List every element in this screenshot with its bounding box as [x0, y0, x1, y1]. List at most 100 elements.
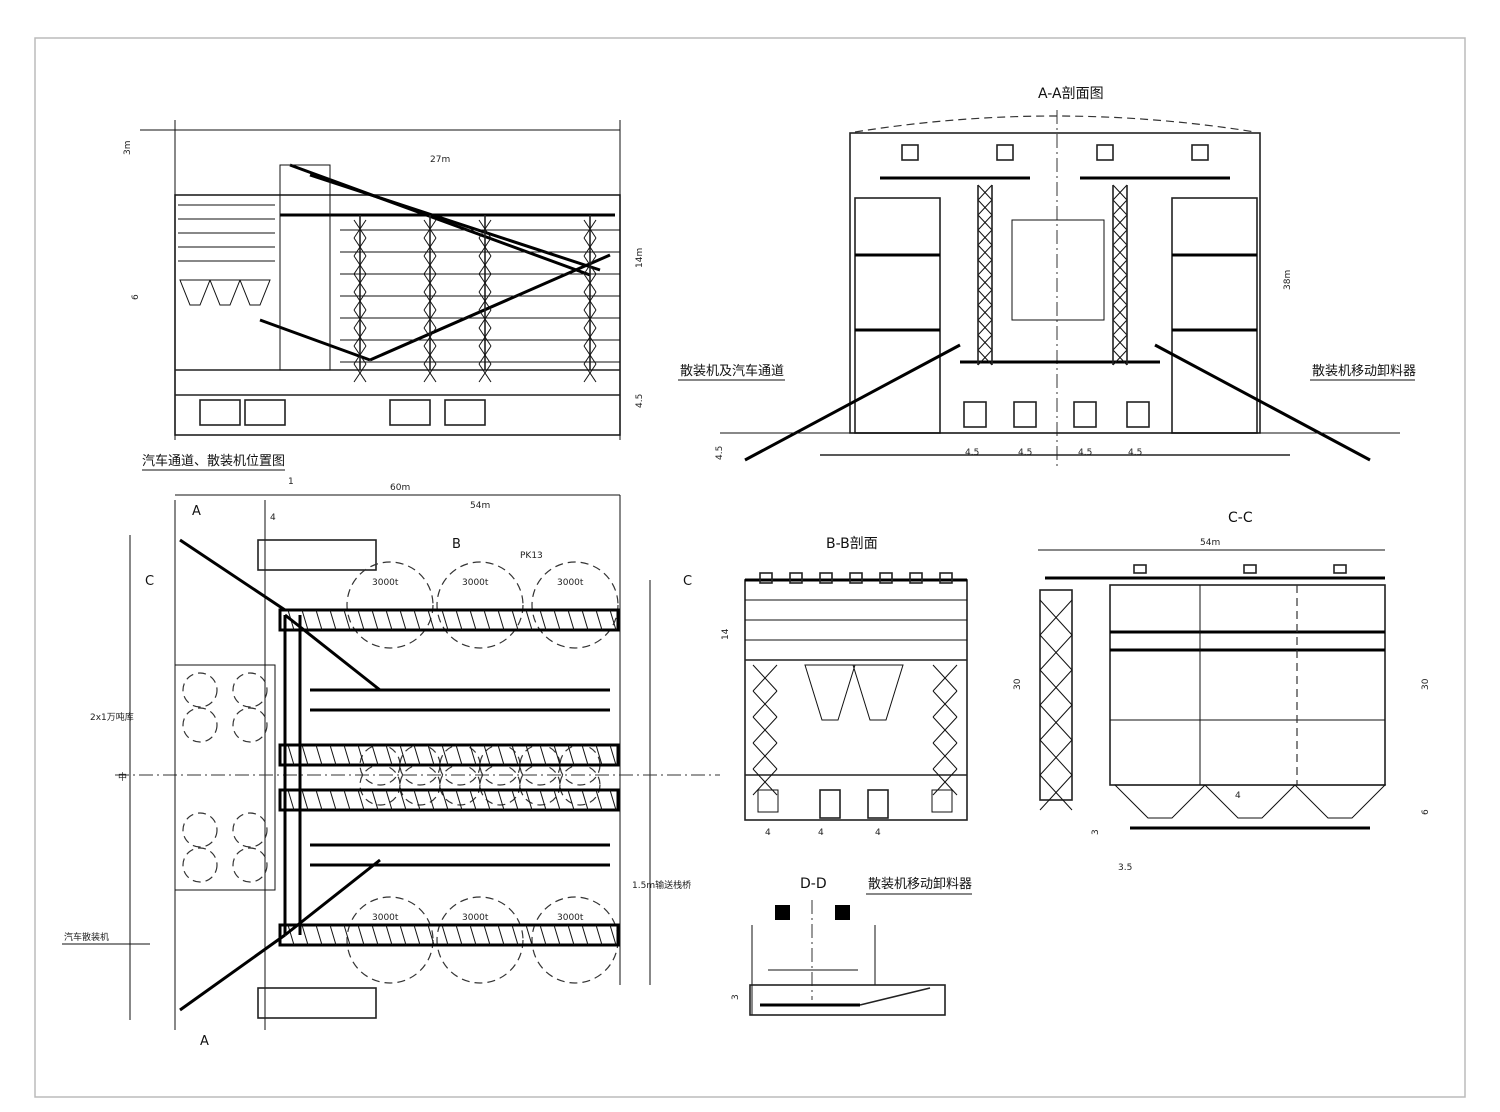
- truck-icon: [819, 789, 841, 819]
- section-d-d-note: 散装机移动卸料器: [868, 876, 972, 892]
- truss-brace: [1039, 739, 1073, 776]
- section-c-c-dim-1: 30: [1013, 678, 1023, 690]
- truss-brace: [423, 291, 437, 311]
- truss-brace: [423, 345, 437, 365]
- conveyor-mark: [357, 744, 365, 766]
- conveyor-mark: [609, 609, 617, 631]
- silo-hopper: [209, 279, 241, 306]
- truss-brace: [353, 309, 367, 329]
- feeder-icon: [1333, 564, 1347, 574]
- conveyor-mark: [287, 789, 295, 811]
- silo-hopper: [1113, 784, 1207, 819]
- conveyor-mark: [497, 744, 505, 766]
- small-silo-circle: [232, 707, 268, 743]
- conveyor-mark: [553, 924, 561, 946]
- truss-brace: [977, 244, 993, 261]
- truss-brace: [1039, 704, 1073, 741]
- truss-brace: [1112, 214, 1128, 231]
- plan-dim-inner: 54m: [470, 501, 490, 511]
- truss-brace: [932, 768, 958, 796]
- truss-brace: [478, 327, 492, 347]
- conveyor-mark: [385, 609, 393, 631]
- truss-brace: [752, 664, 778, 692]
- truck-icon: [444, 399, 486, 426]
- silo-capacity-label: 3000t: [462, 913, 489, 923]
- silo-circle: [436, 896, 524, 984]
- truss-brace: [478, 363, 492, 383]
- truss-brace: [1112, 199, 1128, 216]
- truss-brace: [1112, 184, 1128, 201]
- silo-capacity-label: 3000t: [557, 578, 584, 588]
- truss-brace: [752, 716, 778, 744]
- small-silo-circle: [182, 672, 218, 708]
- truss-brace: [583, 255, 597, 275]
- conveyor-mark: [525, 924, 533, 946]
- truck-icon: [963, 401, 987, 428]
- conveyor-mark: [343, 924, 351, 946]
- small-silo-circle: [182, 847, 218, 883]
- conveyor-mark: [511, 789, 519, 811]
- silo-capacity-label: 3000t: [557, 913, 584, 923]
- plan-marker-b: B: [452, 537, 461, 552]
- section-a-a-dim-4: 4.5: [1128, 448, 1142, 458]
- section-c-c-view: C-C 54m 30 30 6 3 4 3.5: [1013, 510, 1431, 873]
- section-b-b-dim-height: 14: [721, 628, 731, 640]
- truss-brace: [353, 363, 367, 383]
- plan-marker-c-left: C: [145, 574, 154, 589]
- conveyor-mark: [399, 924, 407, 946]
- conveyor-mark: [301, 924, 309, 946]
- feeder-icon: [996, 144, 1014, 161]
- conveyor-mark: [595, 789, 603, 811]
- truss-brace: [353, 237, 367, 257]
- truck-icon: [1126, 401, 1150, 428]
- conveyor-mark: [497, 789, 505, 811]
- truss-brace: [478, 219, 492, 239]
- conveyor-mark: [455, 609, 463, 631]
- truss-brace: [583, 345, 597, 365]
- feeder-icon: [819, 572, 833, 584]
- conveyor-mark: [483, 744, 491, 766]
- truss-brace: [583, 327, 597, 347]
- conveyor-mark: [441, 924, 449, 946]
- conveyor-mark: [455, 789, 463, 811]
- section-a-a-title: A-A剖面图: [1038, 86, 1104, 102]
- feeder-icon: [901, 144, 919, 161]
- truss-brace: [353, 291, 367, 311]
- conveyor-mark: [553, 789, 561, 811]
- conveyor-mark: [595, 609, 603, 631]
- conveyor-mark: [567, 609, 575, 631]
- conveyor-mark: [357, 609, 365, 631]
- truss-brace: [932, 690, 958, 718]
- conveyor-mark: [567, 924, 575, 946]
- section-d-d-hopper-right: [835, 905, 850, 920]
- truss-brace: [977, 274, 993, 291]
- conveyor-mark: [455, 744, 463, 766]
- elevation-dim-top: 27m: [430, 155, 450, 165]
- silo-hopper: [1293, 784, 1387, 819]
- conveyor-mark: [609, 744, 617, 766]
- conveyor-gallery: [278, 608, 620, 632]
- conveyor-mark: [441, 609, 449, 631]
- small-silo-circle: [182, 707, 218, 743]
- conveyor-mark: [371, 744, 379, 766]
- conveyor-mark: [525, 609, 533, 631]
- conveyor-mark: [371, 609, 379, 631]
- conveyor-mark: [385, 924, 393, 946]
- conveyor-mark: [609, 789, 617, 811]
- conveyor-mark: [553, 744, 561, 766]
- side-elevation-view: 6 27m 3m 14m 4.5 汽车通道、散装机位置图: [123, 120, 645, 471]
- section-a-a-view: A-A剖面图 散装机及汽车通道 散装机移动卸料器 38m 4.5 4.5 4.5…: [678, 86, 1416, 470]
- truck-icon: [867, 789, 889, 819]
- truss-brace: [1112, 349, 1128, 366]
- truss-brace: [1112, 274, 1128, 291]
- conveyor-mark: [539, 789, 547, 811]
- truss-brace: [583, 273, 597, 293]
- section-d-d-title: D-D: [800, 876, 827, 892]
- conveyor-mark: [427, 924, 435, 946]
- conveyor-mark: [413, 609, 421, 631]
- truss-brace: [353, 327, 367, 347]
- truss-brace: [1112, 319, 1128, 336]
- conveyor-mark: [399, 744, 407, 766]
- section-c-c-dim-3: 6: [1421, 809, 1431, 815]
